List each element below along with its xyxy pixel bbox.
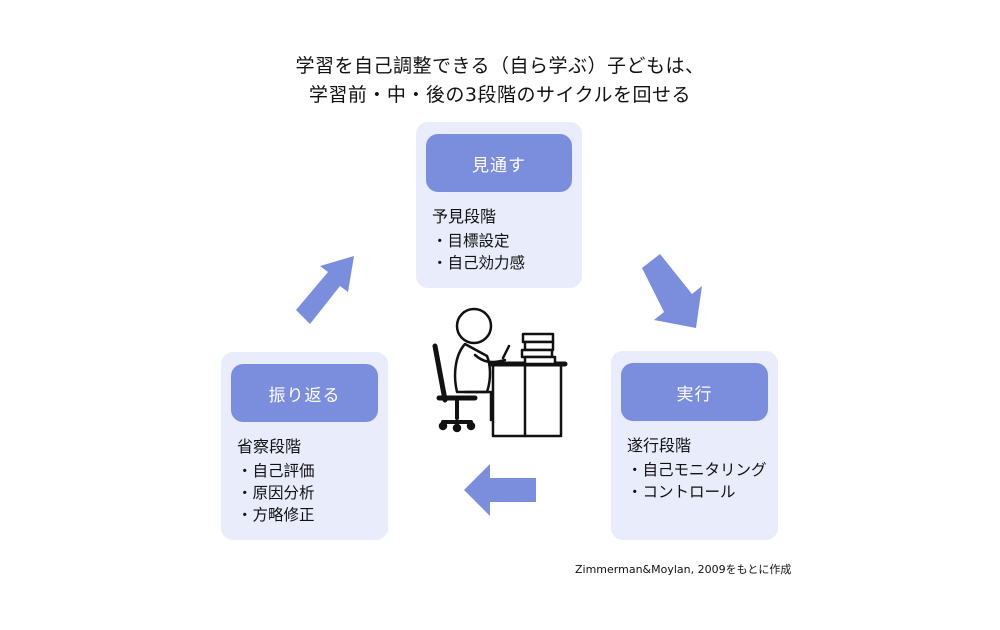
arrow-shape [296, 256, 354, 324]
card-performance: 実行 遂行段階 自己モニタリング コントロール [611, 351, 778, 540]
title-line-1: 学習を自己調整できる（自ら学ぶ）子どもは、 [295, 55, 705, 77]
card-performance-stage: 遂行段階 [627, 436, 692, 455]
citation-note: Zimmerman&Moylan, 2009をもとに作成 [575, 563, 792, 576]
arrow-performance-to-reflection [464, 464, 536, 516]
card-forethought-list: 目標設定 自己効力感 [432, 230, 526, 274]
arrow-shape [464, 464, 536, 516]
list-item: 自己効力感 [432, 252, 526, 274]
list-item: 自己モニタリング [627, 459, 767, 481]
card-reflection-stage: 省察段階 [237, 437, 302, 456]
list-item: 原因分析 [237, 482, 315, 504]
card-forethought-heading: 見通す [426, 134, 572, 192]
arrow-reflection-to-forethought [296, 256, 354, 324]
card-forethought-body: 予見段階 目標設定 自己効力感 [432, 206, 525, 274]
list-item: 方略修正 [237, 504, 315, 526]
card-reflection-heading: 振り返る [231, 364, 378, 422]
card-performance-heading: 実行 [621, 363, 768, 421]
card-reflection-body: 省察段階 自己評価 原因分析 方略修正 [237, 436, 315, 526]
card-performance-list: 自己モニタリング コントロール [627, 459, 767, 503]
card-forethought-stage: 予見段階 [432, 207, 497, 226]
list-item: コントロール [627, 481, 767, 503]
card-performance-body: 遂行段階 自己モニタリング コントロール [627, 435, 767, 503]
list-item: 自己評価 [237, 460, 315, 482]
diagram-title: 学習を自己調整できる（自ら学ぶ）子どもは、 学習前・中・後の3段階のサイクルを回… [0, 52, 1000, 110]
card-reflection: 振り返る 省察段階 自己評価 原因分析 方略修正 [221, 352, 388, 540]
student-at-desk-icon [432, 307, 568, 438]
card-forethought: 見通す 予見段階 目標設定 自己効力感 [416, 122, 582, 288]
list-item: 目標設定 [432, 230, 525, 252]
arrow-shape [642, 254, 702, 328]
title-line-2: 学習前・中・後の3段階のサイクルを回せる [308, 84, 692, 106]
arrow-forethought-to-performance [642, 254, 702, 328]
card-reflection-list: 自己評価 原因分析 方略修正 [237, 460, 315, 526]
